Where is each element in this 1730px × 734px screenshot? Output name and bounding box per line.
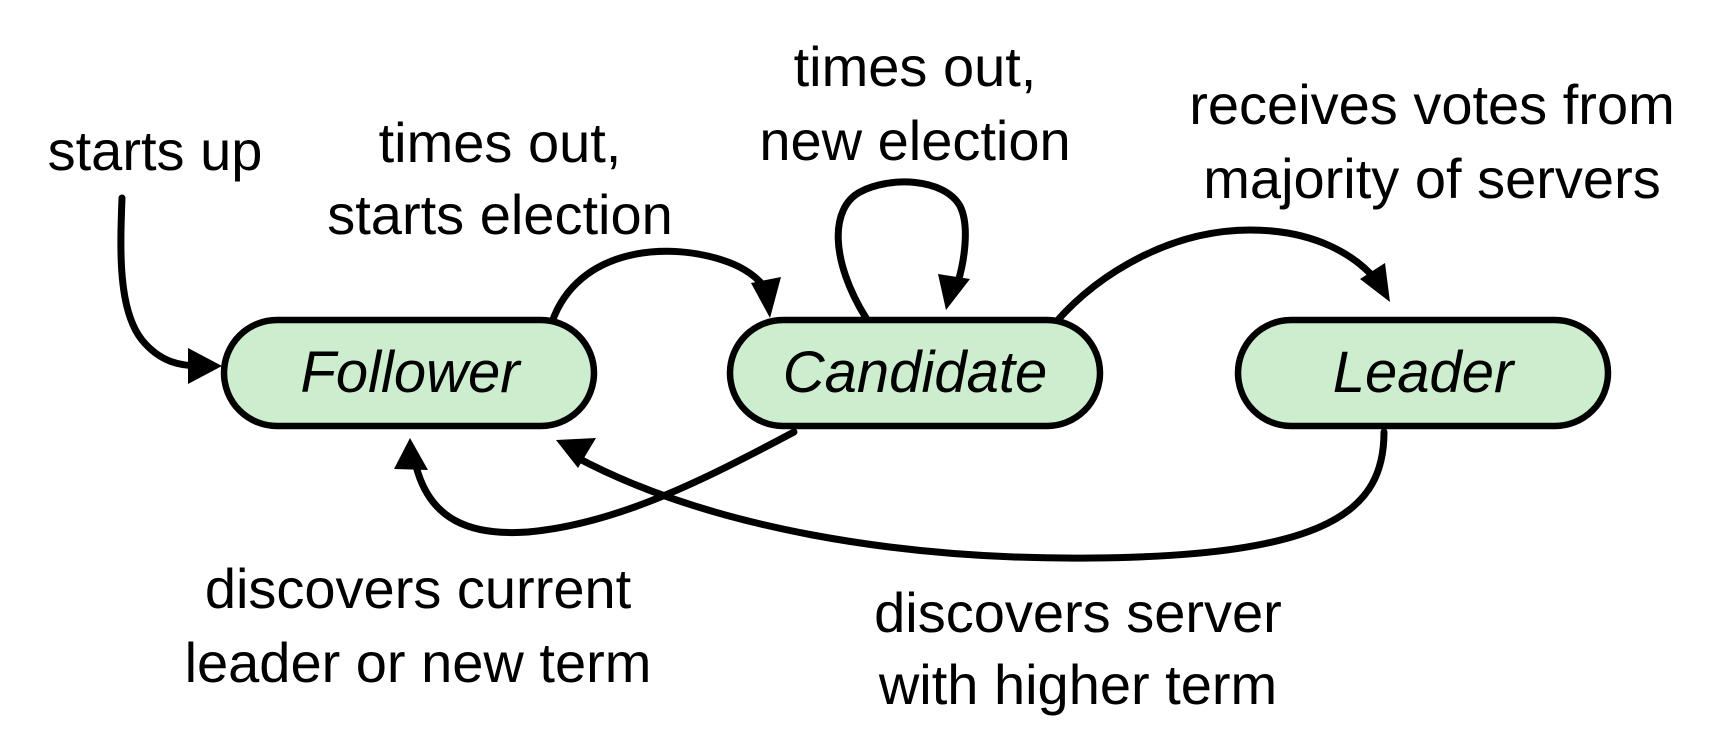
- label-candidate-timeout-line-2: new election: [759, 109, 1070, 172]
- edge-candidate-to-leader-arrowhead: [1360, 263, 1390, 302]
- label-receives-votes-line-1: receives votes from: [1189, 73, 1675, 136]
- label-leader-discovers-line-1: discovers server: [874, 581, 1282, 644]
- node-follower: Follower: [220, 316, 598, 430]
- edge-candidate-to-follower: [412, 428, 798, 537]
- edge-start-to-follower-arrowhead: [188, 348, 222, 384]
- edge-follower-to-candidate: [548, 247, 774, 326]
- leader-label: Leader: [1333, 340, 1516, 405]
- label-follower-timeout-line-1: times out,: [379, 111, 622, 174]
- edge-start-to-follower: [117, 194, 204, 370]
- label-leader-discovers-line-2: with higher term: [878, 653, 1277, 716]
- label-candidate-discovers-line-2: leader or new term: [185, 631, 652, 694]
- node-candidate: Candidate: [726, 316, 1104, 430]
- leader-shape: [1234, 316, 1612, 430]
- edges: [117, 178, 1390, 562]
- label-starts-up: starts up: [48, 119, 263, 182]
- label-follower-timeout: times out, starts election: [327, 111, 673, 246]
- edge-follower-to-candidate-arrowhead: [751, 277, 781, 318]
- label-receives-votes: receives votes from majority of servers: [1189, 73, 1675, 210]
- label-candidate-timeout: times out, new election: [759, 35, 1070, 172]
- label-starts-up-line-1: starts up: [48, 119, 263, 182]
- label-candidate-discovers: discovers current leader or new term: [185, 557, 652, 694]
- label-candidate-discovers-line-1: discovers current: [205, 557, 632, 620]
- follower-shape: [220, 316, 598, 430]
- follower-label: Follower: [300, 340, 522, 405]
- label-candidate-timeout-line-1: times out,: [794, 35, 1037, 98]
- edge-candidate-to-leader: [1052, 226, 1380, 326]
- edge-candidate-to-follower-arrowhead: [394, 438, 428, 470]
- candidate-shape: [726, 316, 1104, 430]
- edge-candidate-self-loop: [834, 178, 969, 322]
- candidate-label: Candidate: [783, 340, 1047, 405]
- edge-leader-to-follower-arrowhead: [556, 438, 596, 468]
- label-follower-timeout-line-2: starts election: [327, 183, 673, 246]
- label-receives-votes-line-2: majority of servers: [1203, 147, 1660, 210]
- label-leader-discovers: discovers server with higher term: [874, 581, 1282, 716]
- edge-candidate-self-loop-arrowhead: [938, 274, 970, 310]
- node-leader: Leader: [1234, 316, 1612, 430]
- edge-leader-to-follower: [570, 428, 1388, 562]
